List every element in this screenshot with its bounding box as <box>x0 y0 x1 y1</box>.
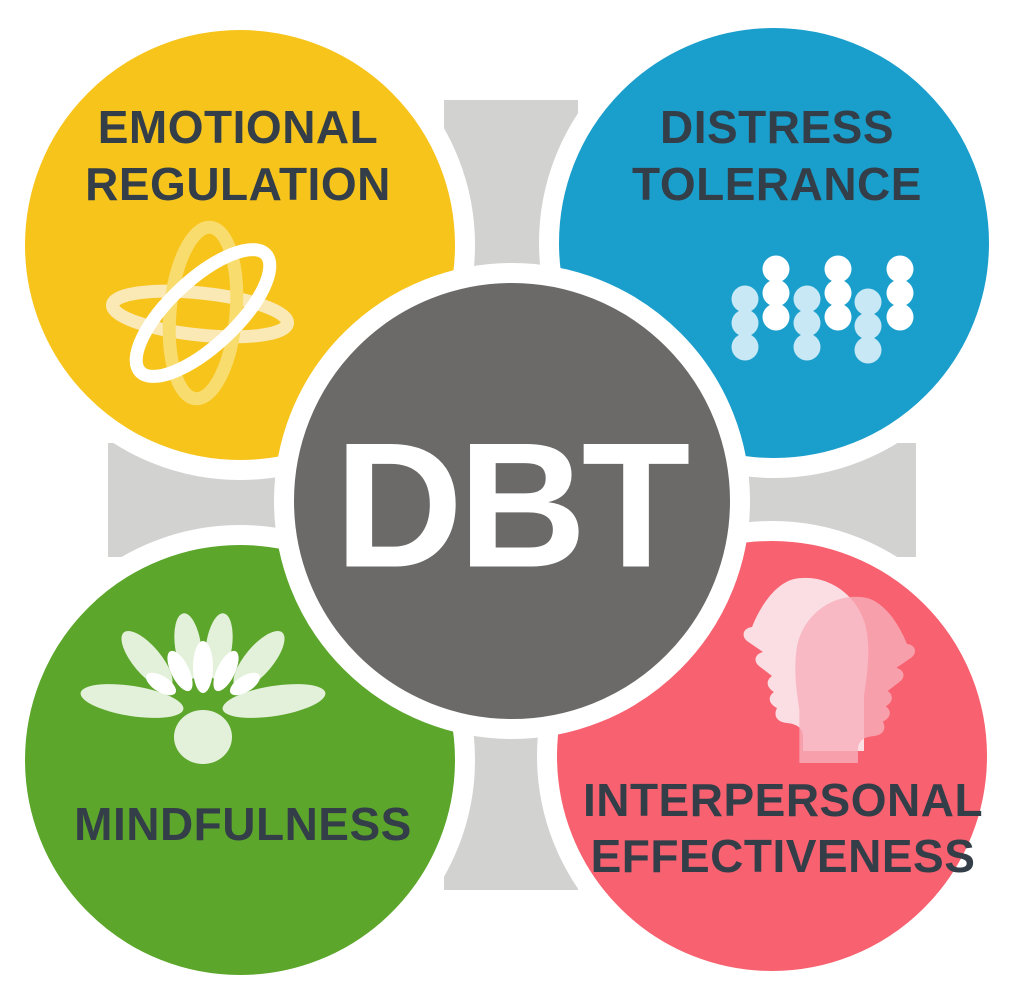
interpersonal-effectiveness-label-line2: EFFECTIVENESS <box>591 830 976 882</box>
dot <box>854 336 882 364</box>
dbt-center-label: DBT <box>335 406 689 605</box>
dot <box>762 279 790 307</box>
dot <box>824 303 852 331</box>
atom-orbit-cream <box>105 284 295 344</box>
dot <box>886 279 914 307</box>
emotional-regulation-label-line2: REGULATION <box>85 158 391 210</box>
atom-icon <box>105 220 295 406</box>
dot <box>886 255 914 283</box>
dot <box>886 303 914 331</box>
lotus-inner-petal <box>193 641 213 693</box>
lotus-icon <box>80 613 326 764</box>
lotus-petal <box>222 684 326 718</box>
interpersonal-effectiveness-label-line1: INTERPERSONAL <box>583 774 983 826</box>
lotus-inner-petal <box>213 650 239 692</box>
dot <box>762 255 790 283</box>
dbt-center-circle <box>274 263 750 739</box>
lotus-inner-petal <box>167 650 193 692</box>
atom-orbit-yellow <box>162 220 244 406</box>
dot <box>731 309 759 337</box>
dot <box>793 309 821 337</box>
dot <box>731 285 759 313</box>
mindfulness-label-line1: MINDFULNESS <box>74 798 412 850</box>
emotional-regulation-label-line1: EMOTIONAL <box>98 101 378 153</box>
dot <box>824 279 852 307</box>
dot <box>854 288 882 316</box>
atom-orbit-white <box>129 243 277 383</box>
lotus-bud <box>174 710 232 764</box>
dot <box>762 303 790 331</box>
quadrant-emotional-regulation: EMOTIONAL REGULATION <box>5 10 475 480</box>
dot <box>731 333 759 361</box>
dot <box>793 285 821 313</box>
lotus-inner-petal <box>229 672 261 696</box>
dots-wave-icon <box>731 255 914 364</box>
dot <box>793 333 821 361</box>
distress-tolerance-label-line2: TOLERANCE <box>632 158 922 210</box>
dot <box>854 312 882 340</box>
lotus-petal <box>80 684 184 718</box>
lotus-inner-petal <box>145 672 177 696</box>
center-hub: DBT <box>274 263 750 739</box>
distress-tolerance-label-line1: DISTRESS <box>660 101 894 153</box>
dot <box>824 255 852 283</box>
